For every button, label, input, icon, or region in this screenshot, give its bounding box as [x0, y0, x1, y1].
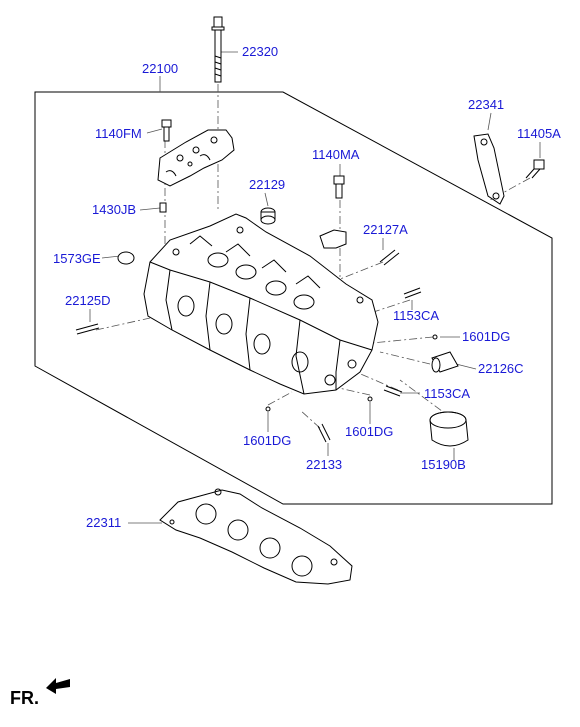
label-1153ca-lower[interactable]: 1153CA — [424, 386, 471, 401]
plug-22129 — [260, 207, 276, 225]
front-direction-arrow-icon — [46, 678, 70, 694]
label-1140ma[interactable]: 1140MA — [312, 147, 360, 162]
label-1601dg-c[interactable]: 1601DG — [345, 424, 394, 439]
head-gasket-22311 — [159, 488, 353, 585]
stud-22125d — [75, 323, 100, 335]
dowel-1601dg-b — [265, 406, 271, 412]
assembly-boundary — [34, 91, 553, 505]
label-22126c[interactable]: 22126C — [478, 361, 524, 376]
label-1601dg-b[interactable]: 1601DG — [243, 433, 292, 448]
tappet-15190b — [429, 411, 469, 447]
label-22311[interactable]: 22311 — [86, 515, 122, 530]
bolt-1140fm — [161, 119, 172, 142]
label-1140fm[interactable]: 1140FM — [95, 126, 142, 141]
stud-1153ca-lower — [383, 385, 403, 397]
label-22341[interactable]: 22341 — [468, 97, 505, 112]
label-22320[interactable]: 22320 — [242, 44, 279, 59]
dowel-1601dg-a — [432, 334, 438, 340]
dowel-1601dg-c — [367, 396, 373, 402]
label-1430jb[interactable]: 1430JB — [92, 202, 137, 217]
bolt-1140ma — [333, 175, 345, 199]
bolt-11405a — [525, 159, 545, 179]
label-22129[interactable]: 22129 — [249, 177, 286, 192]
label-22125d[interactable]: 22125D — [65, 293, 111, 308]
bracket-22341 — [473, 133, 505, 205]
dowel-22133 — [317, 423, 331, 443]
label-22133[interactable]: 22133 — [306, 457, 343, 472]
label-1153ca-upper[interactable]: 1153CA — [393, 308, 440, 323]
label-1573ge[interactable]: 1573GE — [53, 251, 101, 266]
bearing-cap-upper — [157, 129, 235, 187]
stud-1153ca-upper — [403, 287, 422, 299]
seal-1573ge — [117, 251, 135, 265]
head-bolt-22320 — [211, 16, 225, 83]
label-22127a[interactable]: 22127A — [363, 222, 408, 237]
bearing-cap-small — [319, 229, 347, 249]
label-22100[interactable]: 22100 — [142, 61, 179, 76]
label-11405a[interactable]: 11405A — [517, 126, 561, 141]
stud-22127a — [379, 249, 400, 266]
label-1601dg-a[interactable]: 1601DG — [462, 329, 511, 344]
label-15190b[interactable]: 15190B — [421, 457, 466, 472]
pin-1430jb — [159, 202, 167, 213]
front-direction-label: FR. — [10, 688, 39, 708]
sleeve-22126c — [431, 351, 459, 373]
cylinder-head-22100 — [143, 213, 379, 395]
